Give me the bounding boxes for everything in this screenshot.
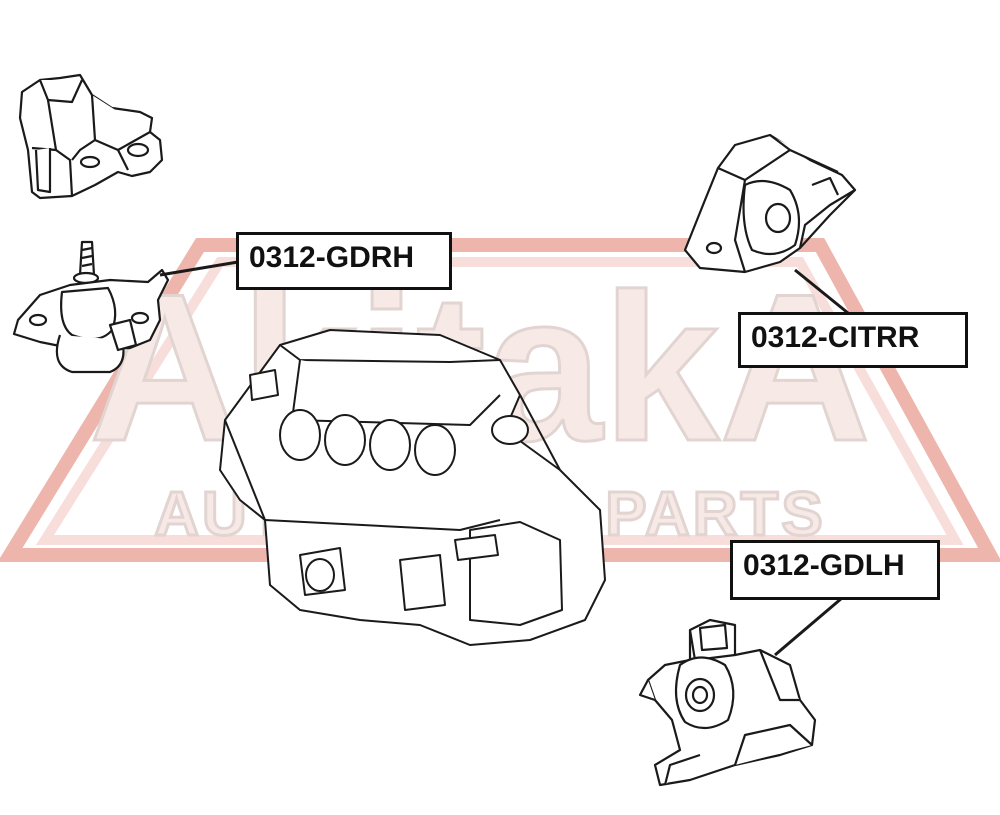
engine-block-drawing [219, 329, 606, 646]
gdlh-leader-line [774, 596, 843, 657]
part-label-gdlh: 0312-GDLH [730, 540, 940, 600]
gdrh-leader-line [159, 260, 239, 277]
upper-bracket-drawing [18, 73, 164, 200]
part-label-gdrh: 0312-GDRH [236, 232, 452, 290]
gdrh-mount-drawing [12, 240, 170, 374]
citrr-mount-drawing [683, 133, 857, 274]
gdlh-mount-drawing [638, 618, 817, 787]
watermark-diamond [0, 238, 1000, 562]
citrr-leader-line [794, 268, 849, 315]
watermark-diamond-inner [35, 257, 964, 545]
part-label-citrr: 0312-CITRR [738, 312, 968, 368]
